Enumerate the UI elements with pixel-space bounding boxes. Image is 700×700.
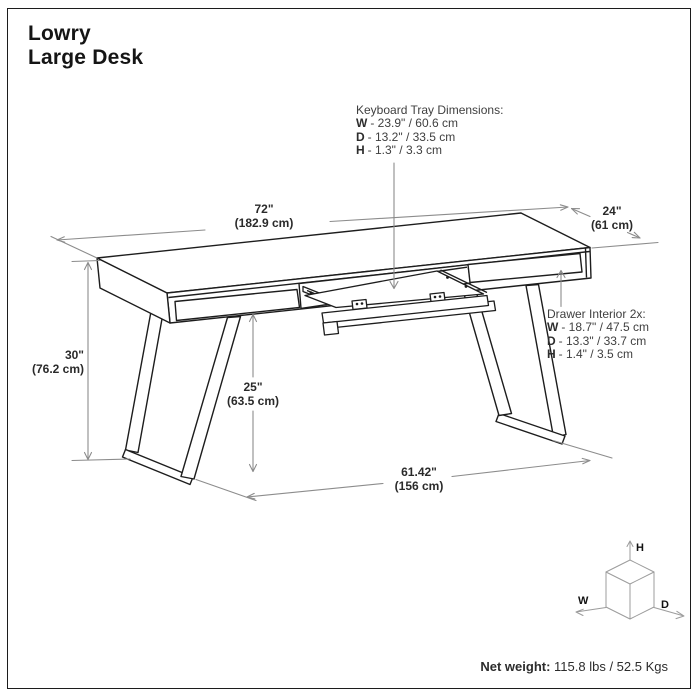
rail-bolt	[464, 285, 468, 288]
cube-top-face	[605, 559, 655, 585]
product-variant: Large Desk	[28, 46, 144, 69]
dim-height-lines	[71, 259, 131, 462]
page-title: Lowry Large Desk	[28, 22, 143, 70]
tray-left-bracket	[322, 320, 340, 336]
keyboard-tray	[302, 269, 497, 336]
keyboard-tray-heading: Keyboard Tray Dimensions:	[356, 103, 504, 117]
dim-depth-label: 24" (61 cm)	[590, 204, 634, 232]
spec-row: H- 1.3" / 3.3 cm	[356, 142, 442, 157]
cube-w-label: W	[578, 595, 589, 607]
dim-legspan-label: 61.42" (156 cm)	[394, 465, 444, 493]
spec-row: D- 13.3" / 33.7 cm	[547, 333, 647, 348]
keyboard-tray-specs: Keyboard Tray Dimensions: W- 23.9" / 60.…	[356, 103, 504, 157]
cube-h-label: H	[636, 542, 644, 554]
h-axis-arrow	[626, 540, 634, 560]
w-axis-arrow	[575, 607, 607, 616]
page-border	[7, 8, 691, 689]
spec-row: D- 13.2" / 33.5 cm	[356, 129, 456, 144]
drawer-front-left	[174, 288, 301, 322]
clip-bolt	[360, 302, 364, 305]
dim-width-label: 72" (182.9 cm)	[234, 202, 294, 230]
net-weight-value: 115.8 lbs / 52.5 Kgs	[554, 659, 668, 674]
rail-bolt	[446, 276, 449, 279]
drawer-interior-heading: Drawer Interior 2x:	[547, 307, 646, 321]
dim-height-label: 30" (76.2 cm)	[31, 348, 84, 376]
tray-right-rail	[440, 269, 488, 294]
clip-bolt	[433, 295, 437, 299]
dim-clearance-lines	[248, 313, 258, 473]
drawer-front-right	[467, 252, 583, 284]
leg-right-back	[525, 283, 567, 438]
net-weight: Net weight: 115.8 lbs / 52.5 Kgs	[480, 659, 668, 674]
tray-surface	[304, 270, 485, 309]
spec-row: W- 23.9" / 60.6 cm	[356, 116, 458, 131]
dim-width-lines	[50, 204, 569, 259]
dim-clearance-label: 25" (63.5 cm)	[226, 380, 280, 408]
rail-bolt	[309, 291, 313, 295]
product-name: Lowry	[28, 22, 91, 45]
spec-row: W- 18.7" / 47.5 cm	[547, 320, 649, 335]
desk-left-end	[96, 257, 171, 324]
dim-depth-lines	[570, 207, 659, 249]
d-axis-arrow	[653, 607, 685, 620]
drawer-interior-specs: Drawer Interior 2x: W- 18.7" / 47.5 cm D…	[547, 307, 649, 361]
leg-right-foot	[495, 412, 566, 445]
spec-row: H- 1.4" / 3.5 cm	[547, 346, 633, 361]
tray-front-bar	[321, 294, 490, 324]
cube-edges	[605, 571, 655, 620]
desk-legs	[121, 283, 567, 486]
keyboard-callout-arrow	[389, 162, 399, 290]
cube-d-label: D	[661, 599, 669, 611]
desk-right-stile	[584, 248, 588, 278]
dim-legspan-lines	[195, 439, 613, 502]
clip-bolt	[438, 295, 442, 298]
axis-cube	[575, 540, 685, 620]
leg-left-front	[180, 315, 242, 480]
clip-bolt	[355, 302, 359, 306]
dimension-lines	[50, 162, 659, 502]
leg-left-foot	[121, 448, 194, 486]
drawer-callout-arrow	[556, 269, 566, 308]
net-weight-label: Net weight:	[480, 659, 551, 674]
leg-left-back	[124, 309, 165, 454]
